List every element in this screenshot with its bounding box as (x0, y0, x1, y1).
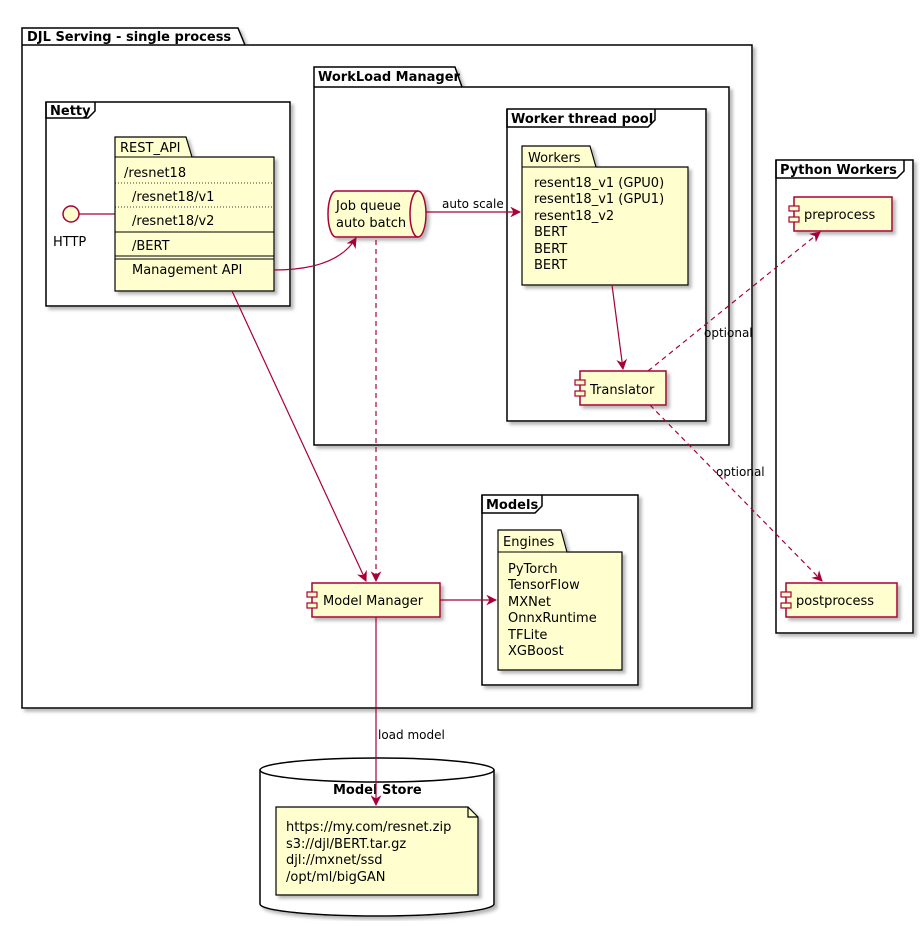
component-icon (574, 390, 586, 397)
model-store-database: Model Store https://my.com/resnet.zip s3… (259, 757, 495, 917)
model-store-item: /opt/ml/bigGAN (286, 870, 386, 885)
rest-endpoint-resnet18-v2: /resnet18/v2 (132, 214, 214, 229)
edge-workers-to-translator (611, 284, 628, 371)
component-icon (574, 379, 586, 386)
rest-endpoint-resnet18: /resnet18 (124, 166, 186, 181)
model-store-item: s3://djl/BERT.tar.gz (286, 837, 406, 852)
engine-item: PyTorch (508, 562, 558, 577)
worker-thread-pool-title: Worker thread pool (511, 112, 653, 127)
translator-label: Translator (589, 383, 655, 398)
postprocess-label: postprocess (796, 594, 874, 609)
engine-item: TFLite (507, 628, 547, 643)
edge-label-optional-post: optional (716, 465, 765, 479)
http-interface-icon (62, 205, 80, 223)
component-icon (306, 602, 318, 609)
worker-item: BERT (534, 242, 567, 257)
job-queue-line1: Job queue (335, 199, 401, 214)
engine-item: MXNet (508, 595, 551, 610)
preprocess-component: preprocess (788, 196, 893, 232)
component-icon (788, 216, 800, 223)
engines-title: Engines (503, 535, 555, 550)
netty-title: Netty (50, 104, 91, 119)
translator-component: Translator (574, 370, 667, 406)
model-manager-label: Model Manager (323, 594, 424, 609)
rest-api-title: REST_API (120, 141, 181, 156)
http-label: HTTP (53, 235, 86, 250)
edge-label-load-model: load model (378, 728, 445, 742)
component-icon (306, 591, 318, 598)
rest-endpoint-resnet18-v1: /resnet18/v1 (132, 190, 214, 205)
component-icon (780, 602, 792, 609)
worker-item: BERT (534, 258, 567, 273)
engine-item: OnnxRuntime (508, 611, 597, 626)
model-store-item: djl://mxnet/ssd (286, 853, 382, 868)
python-workers-title: Python Workers (780, 163, 897, 178)
component-icon (780, 591, 792, 598)
python-workers-frame: Python Workers (775, 159, 914, 634)
edge-label-optional-pre: optional (704, 326, 753, 340)
rest-api-package: REST_API /resnet18 /resnet18/v1 /resnet1… (114, 136, 275, 292)
preprocess-label: preprocess (804, 208, 875, 223)
rest-endpoint-management-api: Management API (132, 263, 242, 278)
model-store-title: Model Store (333, 783, 422, 798)
edge-translator-to-preprocess (647, 231, 821, 372)
edges (231, 206, 823, 807)
engine-item: XGBoost (508, 644, 564, 659)
worker-item: resent18_v1 (GPU1) (534, 192, 664, 207)
workers-package: Workers resent18_v1 (GPU0) resent18_v1 (… (521, 145, 689, 286)
component-icon (788, 205, 800, 212)
engine-item: TensorFlow (507, 578, 580, 593)
postprocess-component: postprocess (780, 582, 898, 618)
edge-label-auto-scale: auto scale (442, 197, 504, 211)
worker-item: resent18_v2 (534, 209, 614, 224)
models-title: Models (486, 498, 538, 513)
job-queue: Job queue auto batch (327, 190, 427, 238)
model-store-item: https://my.com/resnet.zip (286, 820, 451, 835)
http-interface: HTTP (53, 205, 115, 250)
worker-item: BERT (534, 225, 567, 240)
job-queue-line2: auto batch (336, 216, 406, 231)
djl-serving-title: DJL Serving - single process (27, 30, 231, 45)
model-manager-component: Model Manager (306, 582, 441, 618)
edge-rest-to-model-manager (231, 290, 367, 582)
edge-management-to-queue (273, 237, 357, 271)
rest-endpoint-bert: /BERT (132, 239, 170, 254)
workload-manager-title: WorkLoad Manager (318, 70, 461, 85)
engines-package: Engines PyTorch TensorFlow MXNet OnnxRun… (497, 529, 623, 671)
worker-item: resent18_v1 (GPU0) (534, 176, 664, 191)
workers-title: Workers (528, 151, 581, 166)
